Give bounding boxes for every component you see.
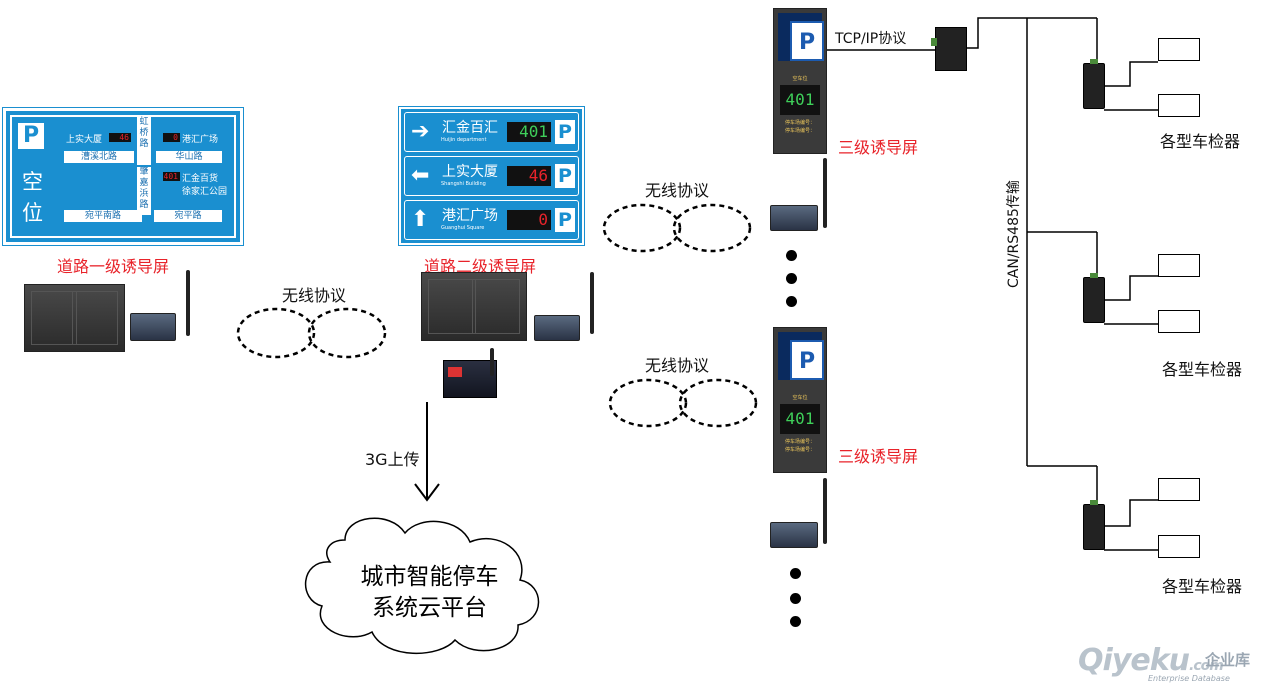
arrow-left-icon: ⬅ [411,163,430,188]
road-level2-sign: ➔ 汇金百汇 Huijin department 401 P ⬅ 上实大厦 Sh… [399,107,584,245]
cloud-platform-label: 城市智能停车系统云平台 [360,564,499,621]
vacancy-char: 位 [22,201,43,225]
ellipsis-dot [786,296,797,307]
horizontal-road: 宛平南路 [64,210,142,222]
antenna-icon [490,348,494,376]
parking-space [1158,535,1200,558]
detector-device [1083,59,1105,109]
sign-border [10,115,236,238]
ellipsis-dot [786,273,797,284]
parking-space [1158,94,1200,117]
led-count: 401 [507,122,551,142]
parking-p-icon: P [555,208,575,232]
horizontal-road: 华山路 [156,151,222,163]
wireless-label: 无线协议 [645,356,710,375]
detector-label: 各型车检器 [1160,132,1241,151]
wireless-ellipse [678,378,758,428]
level3-caption: 三级诱导屏 [838,447,919,466]
led-count: 0 [507,210,551,230]
wireless-modem [770,205,818,231]
cloud-shape [305,517,540,655]
wireless-modem [534,315,580,341]
protocol-converter [931,27,967,71]
wireless-ellipse [602,203,682,253]
parking-space [1158,38,1200,61]
led-count: 401 [780,85,820,115]
upload-label: 3G上传 [365,450,420,469]
led-count: 46 [109,133,131,142]
wireless-label: 无线协议 [282,286,347,305]
parking-p-icon: P [18,123,44,149]
destination-label: 汇金百货 [182,174,219,184]
arrow-right-icon: ➔ [411,119,430,144]
destination-label: 港汇广场 [182,135,219,145]
parking-p-icon: P [555,120,575,144]
watermark-cn: 企业库 [1205,651,1251,669]
ellipsis-dot [790,568,801,579]
tcp-label: TCP/IP协议 [835,31,907,47]
vertical-road: 虹桥路 [137,117,151,165]
wireless-modem [130,313,176,341]
arrow-up-icon: ⬆ [411,207,430,232]
led-panel-box [24,284,125,352]
led-panel-box [421,272,527,341]
destination-label: 徐家汇公园 [182,187,228,197]
antenna-icon [823,478,827,544]
antenna-icon [823,158,827,228]
parking-space [1158,254,1200,277]
led-count: 46 [507,166,551,186]
horizontal-road: 漕溪北路 [64,151,134,163]
destination-label: 上实大厦 [66,135,103,145]
ellipsis-dot [786,250,797,261]
level2-caption: 道路二级诱导屏 [424,257,537,276]
wireless-ellipse [672,203,752,253]
parking-p-icon: P [790,21,824,61]
wireless-ellipse [608,378,688,428]
level3-display: P 空车位 401 停车场编号： 停车场编号： [773,8,827,154]
wireless-ellipse [307,307,387,359]
detector-label: 各型车检器 [1162,577,1243,596]
parking-space [1158,310,1200,333]
antenna-icon [590,272,594,334]
watermark-sub: Enterprise Database [1148,674,1230,683]
level1-caption: 道路一级诱导屏 [57,257,170,276]
ellipsis-dot [790,593,801,604]
sign-row: ⬅ 上实大厦 Shangshi Building 46 P [404,156,579,196]
parking-p-icon: P [790,340,824,380]
horizontal-road: 宛平路 [154,210,222,222]
antenna-icon [186,270,190,336]
led-count: 401 [163,172,180,181]
led-count: 0 [163,133,180,142]
detector-label: 各型车检器 [1162,360,1243,379]
vacancy-char: 空 [22,170,43,194]
wireless-label: 无线协议 [645,181,710,200]
ellipsis-dot [790,616,801,627]
can-label: CAN/RS485传输 [1006,180,1022,288]
watermark-logo: Qiyeku.com [1078,643,1224,678]
detector-device [1083,500,1105,550]
road-level1-sign: P 空 位 上实大厦 46 虹桥路 0 港汇广场 漕溪北路 华山路 肇嘉浜路 4… [3,108,243,245]
wireless-modem [770,522,818,548]
led-count: 401 [780,404,820,434]
sign-row: ⬆ 港汇广场 Guanghui Square 0 P [404,200,579,240]
3g-router [443,360,497,398]
sign-row: ➔ 汇金百汇 Huijin department 401 P [404,112,579,152]
detector-device [1083,273,1105,323]
parking-p-icon: P [555,164,575,188]
vertical-road: 肇嘉浜路 [137,167,151,215]
wireless-ellipse [236,307,316,359]
level3-display: P 空车位 401 停车场编号： 停车场编号： [773,327,827,473]
parking-space [1158,478,1200,501]
level3-caption: 三级诱导屏 [838,138,919,157]
